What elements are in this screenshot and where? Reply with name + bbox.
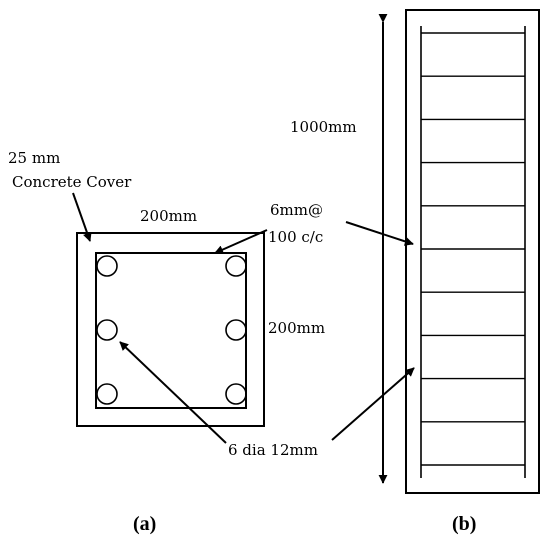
width-dimension-label: 200mm (140, 207, 197, 225)
stirrup-label-line1: 6mm@ (270, 201, 323, 219)
cover-arrow (72, 192, 92, 242)
column-outline (405, 9, 540, 494)
rebar-mid-right (225, 319, 247, 341)
stirrup-arrow-elevation (345, 221, 414, 246)
rebar-top-left (96, 255, 118, 277)
bars-label: 6 dia 12mm (228, 441, 318, 459)
rebar-bottom-right (225, 383, 247, 405)
length-label: 1000mm (290, 118, 357, 136)
section-height-label: 200mm (268, 319, 325, 337)
subfigure-label-b: (b) (452, 513, 476, 535)
stirrup-label-line2: 100 c/c (268, 228, 323, 246)
cover-label-line2: Concrete Cover (12, 173, 132, 191)
rebar-top-right (225, 255, 247, 277)
bars-arrow-elevation (331, 367, 415, 441)
cross-section (76, 232, 265, 427)
cover-label-line1: 25 mm (8, 149, 60, 167)
rebar-mid-left (96, 319, 118, 341)
stirrup-outline (95, 252, 247, 409)
bars-arrow-section (119, 341, 227, 444)
column-elevation (405, 9, 540, 494)
concrete-outline (76, 232, 265, 427)
subfigure-label-a: (a) (133, 513, 156, 535)
stirrup-arrow-section (214, 229, 268, 254)
rebar-bottom-left (96, 383, 118, 405)
stirrups (421, 32, 525, 466)
